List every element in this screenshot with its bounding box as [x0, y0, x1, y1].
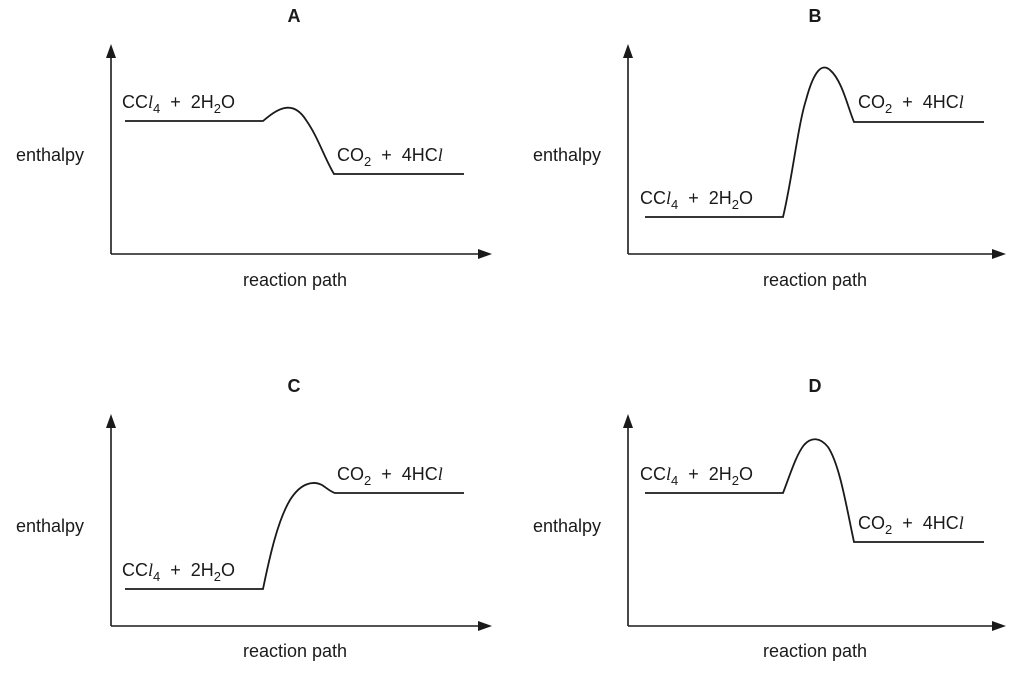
panel-a-reactants: CCl4+2H2O	[122, 92, 235, 116]
panel-b: B enthalpy reaction path CCl4+2H2O CO2+4…	[533, 6, 1006, 290]
panel-b-reactants: CCl4+2H2O	[640, 188, 753, 212]
panel-d-energy-curve	[645, 438, 984, 543]
panel-b-title: B	[809, 6, 822, 26]
panel-c-reactants: CCl4+2H2O	[122, 560, 235, 584]
panel-c-y-label: enthalpy	[16, 516, 84, 536]
panel-b-products: CO2+4HCl	[858, 92, 964, 116]
panel-d-y-label: enthalpy	[533, 516, 601, 536]
panel-c-title: C	[288, 376, 301, 396]
panel-d-title: D	[809, 376, 822, 396]
panel-a: A enthalpy reaction path CCl4+2H2O CO2+4…	[16, 6, 492, 290]
panel-c: C enthalpy reaction path CCl4+2H2O CO2+4…	[16, 376, 492, 661]
panel-c-products: CO2+4HCl	[337, 464, 443, 488]
panel-d-x-arrow-icon	[992, 621, 1006, 631]
panel-a-x-label: reaction path	[243, 270, 347, 290]
panel-d-reactants: CCl4+2H2O	[640, 464, 753, 488]
panel-a-y-arrow-icon	[106, 44, 116, 58]
panel-d-y-arrow-icon	[623, 414, 633, 428]
panel-b-x-arrow-icon	[992, 249, 1006, 259]
panel-c-x-label: reaction path	[243, 641, 347, 661]
panel-a-products: CO2+4HCl	[337, 145, 443, 169]
panel-b-y-arrow-icon	[623, 44, 633, 58]
panel-c-energy-curve	[125, 482, 464, 590]
panel-b-y-label: enthalpy	[533, 145, 601, 165]
panel-c-x-arrow-icon	[478, 621, 492, 631]
panel-a-x-arrow-icon	[478, 249, 492, 259]
panel-c-y-arrow-icon	[106, 414, 116, 428]
panel-d-x-label: reaction path	[763, 641, 867, 661]
panel-a-energy-curve	[125, 106, 464, 175]
panel-a-title: A	[288, 6, 301, 26]
panel-b-energy-curve	[645, 66, 984, 218]
panel-d: D enthalpy reaction path CCl4+2H2O CO2+4…	[533, 376, 1006, 661]
panel-b-x-label: reaction path	[763, 270, 867, 290]
panel-a-y-label: enthalpy	[16, 145, 84, 165]
panel-d-products: CO2+4HCl	[858, 513, 964, 537]
